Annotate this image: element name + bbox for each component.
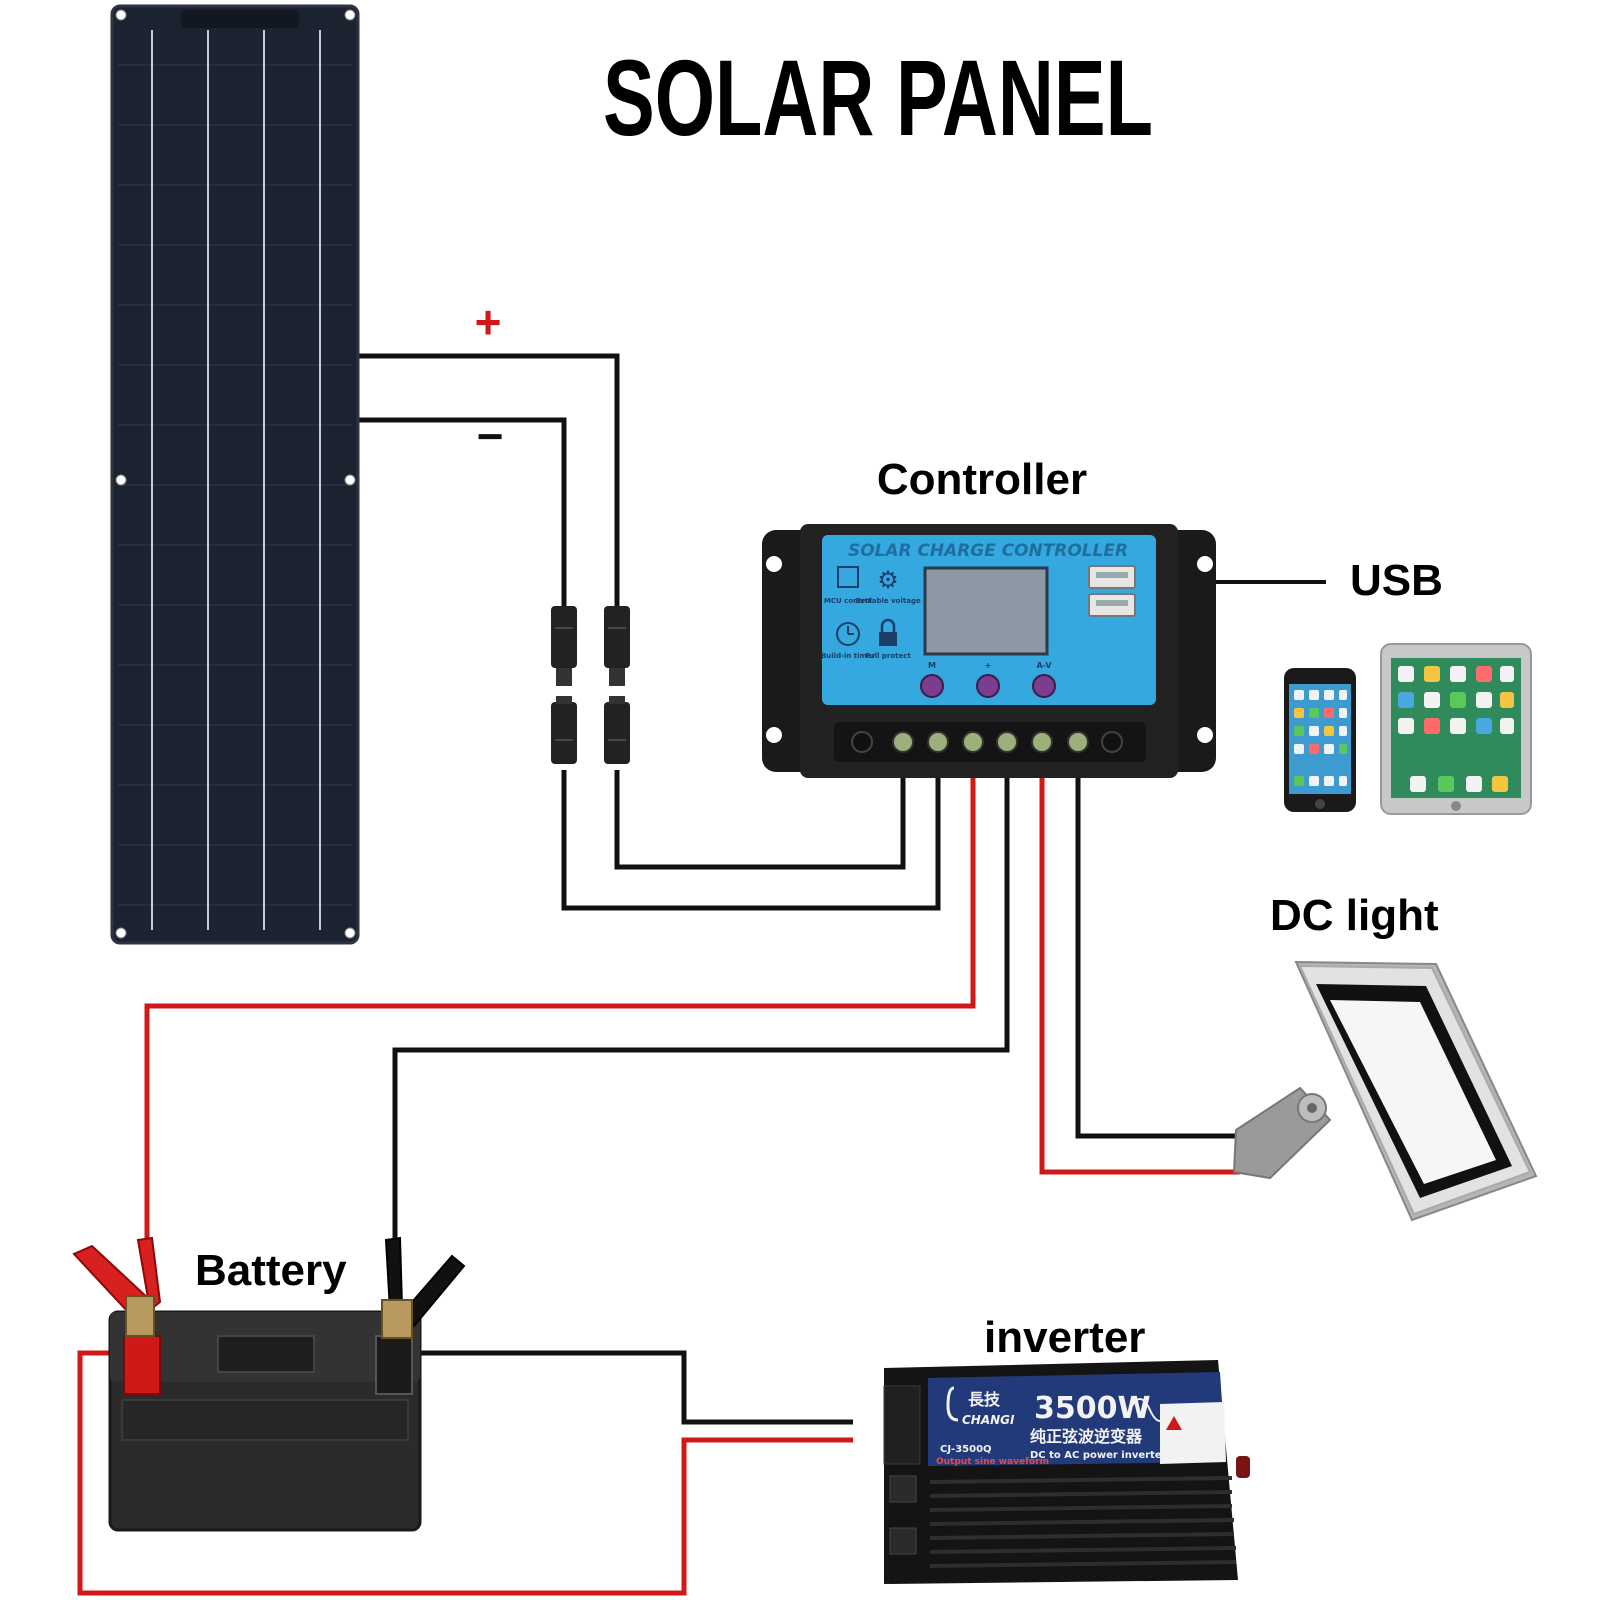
wire-pv-to-controller-2 xyxy=(561,770,941,911)
inverter-dc-ac: DC to AC power inverter xyxy=(1030,1450,1167,1461)
tablet-icon xyxy=(1380,643,1532,815)
controller-knob-m xyxy=(920,674,944,698)
panel-busbars xyxy=(151,30,321,930)
controller-knob-av xyxy=(1032,674,1056,698)
solar-panel xyxy=(110,4,360,945)
wire-load-negative xyxy=(1075,772,1240,1139)
mcu-control-icon xyxy=(837,566,859,588)
page-title: SOLAR PANEL xyxy=(603,37,1153,158)
icon-caption-protect: Full protect xyxy=(865,652,911,660)
clock-icon xyxy=(836,622,860,646)
controller-label: Controller xyxy=(877,455,1087,504)
gear-icon: ⚙ xyxy=(877,566,899,594)
battery-positive-terminal xyxy=(123,1335,161,1395)
charge-controller: SOLAR CHARGE CONTROLLER ⚙ MCU control Se… xyxy=(762,524,1216,778)
icon-caption-mcu: MCU control xyxy=(824,597,872,605)
wire-battery-negative xyxy=(392,772,1010,1270)
inverter-cn-desc: 纯正弦波逆变器 xyxy=(1030,1427,1143,1446)
plus-symbol: + xyxy=(475,296,502,348)
wire-panel-negative xyxy=(355,417,567,608)
knob-label-m: M xyxy=(928,661,936,670)
dc-light-label: DC light xyxy=(1270,891,1439,940)
wire-inverter-positive xyxy=(77,1350,853,1596)
inverter-label: inverter xyxy=(984,1313,1145,1362)
phone-icon xyxy=(1284,668,1356,812)
battery-label: Battery xyxy=(195,1246,347,1295)
inverter-subtitle: Output sine waveform xyxy=(936,1457,1049,1467)
inverter-brand-cn: 長技 xyxy=(968,1390,1001,1409)
mc4-connector-icon xyxy=(551,606,630,764)
controller-knob-plus xyxy=(976,674,1000,698)
knob-label-av: A-V xyxy=(1036,661,1052,670)
wires xyxy=(77,353,1326,1596)
battery-icon xyxy=(108,1310,422,1532)
minus-symbol: − xyxy=(477,410,504,462)
wire-panel-positive xyxy=(355,353,620,608)
icon-caption-settable: Settable voltage xyxy=(855,597,921,605)
usb-label: USB xyxy=(1350,556,1443,605)
wire-load-positive xyxy=(1039,772,1240,1175)
battery-negative-terminal xyxy=(375,1335,413,1395)
wire-battery-positive xyxy=(144,772,976,1240)
panel-mount-holes xyxy=(115,9,356,939)
inverter-brand: CHANGI xyxy=(962,1413,1015,1427)
inverter-model: CJ-3500Q xyxy=(940,1444,992,1455)
controller-header: SOLAR CHARGE CONTROLLER xyxy=(848,541,1128,561)
wire-inverter-negative xyxy=(405,1350,853,1425)
lock-icon xyxy=(879,632,897,646)
controller-terminals xyxy=(851,731,1123,753)
floodlight-icon xyxy=(1232,960,1538,1222)
controller-lcd xyxy=(923,566,1049,656)
panel-cell-grid xyxy=(118,64,352,906)
knob-label-plus: + xyxy=(985,661,992,670)
inverter-power: 3500W xyxy=(1034,1391,1151,1426)
inverter-icon: 長技 CHANGI 3500W 纯正弦波逆变器 CJ-3500Q Output … xyxy=(883,1360,1250,1584)
icon-caption-timer: Build-in timer xyxy=(821,652,876,660)
alligator-clip-icon xyxy=(72,1236,466,1339)
wire-pv-to-controller-1 xyxy=(614,770,906,870)
